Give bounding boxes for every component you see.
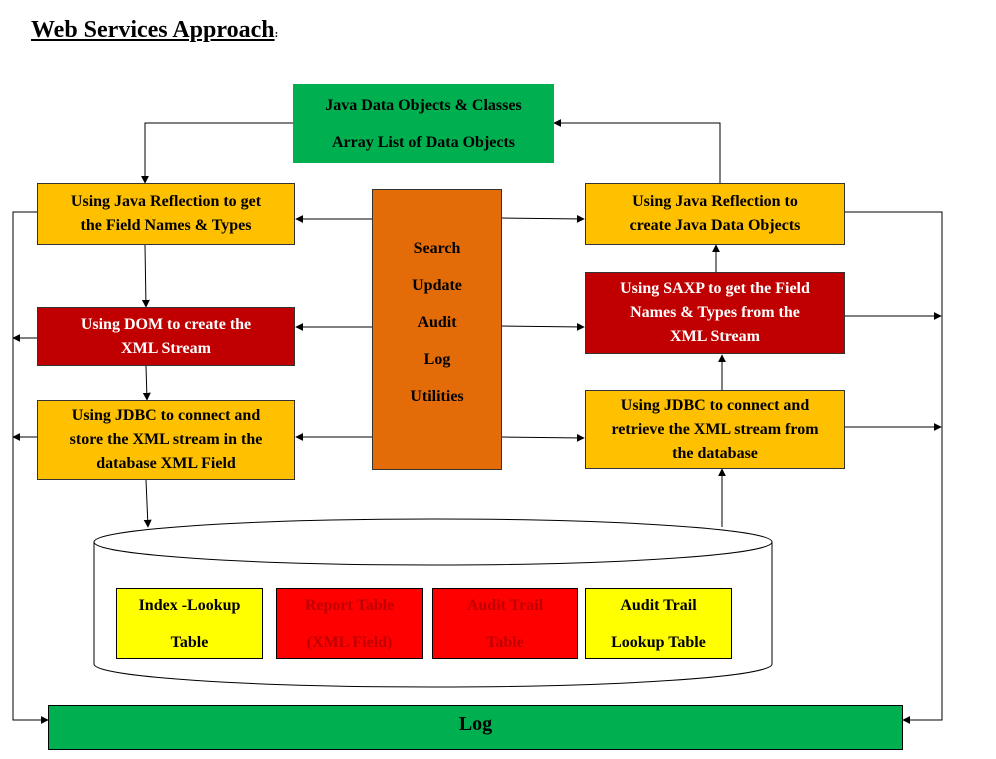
top-box-line-1: Java Data Objects & Classes bbox=[325, 96, 522, 114]
report-table-line-2: (XML Field) bbox=[306, 633, 393, 651]
left-reflection-line-2: the Field Names & Types bbox=[80, 217, 252, 234]
report-table-line-1: Report Table bbox=[304, 596, 395, 614]
report-table: Report Table (XML Field) bbox=[276, 588, 423, 659]
operation-update: Update bbox=[412, 277, 462, 294]
jdbc-retrieve-line-1: Using JDBC to connect and bbox=[620, 396, 810, 414]
right-reflection-line-1: Using Java Reflection to bbox=[632, 193, 798, 210]
title-suffix: : bbox=[274, 28, 279, 40]
java-data-objects-box: Java Data Objects & Classes Array List o… bbox=[293, 84, 554, 163]
saxp-line-1: Using SAXP to get the Field bbox=[620, 280, 810, 297]
title-text: Web Services Approach bbox=[31, 17, 275, 43]
left-reflection-line-1: Using Java Reflection to get bbox=[70, 193, 262, 210]
arrow-center-to-jdbc-retrieve bbox=[500, 433, 585, 442]
operations-box: Search Update Audit Log Utilities bbox=[372, 189, 502, 470]
jdbc-retrieve-line-3: the database bbox=[672, 444, 758, 462]
jdbc-retrieve-box: Using JDBC to connect and retrieve the X… bbox=[585, 390, 845, 469]
log-label: Log bbox=[458, 713, 493, 735]
log-bar: Log bbox=[48, 705, 903, 750]
saxp-line-3: XML Stream bbox=[670, 328, 760, 345]
index-lookup-table: Index -Lookup Table bbox=[116, 588, 263, 659]
jdbc-store-box: Using JDBC to connect and store the XML … bbox=[37, 400, 295, 480]
jdbc-store-line-2: store the XML stream in the bbox=[69, 431, 263, 448]
arrow-jdbc-to-database bbox=[143, 479, 152, 528]
arrow-left-rail-to-log bbox=[12, 211, 49, 724]
right-reflection-box: Using Java Reflection to create Java Dat… bbox=[585, 183, 845, 245]
arrow-center-to-saxp bbox=[500, 322, 585, 331]
audit-trail-line-2: Table bbox=[486, 633, 524, 651]
arrow-reflection-to-dom bbox=[141, 244, 150, 308]
operation-search: Search bbox=[413, 240, 461, 257]
database-cylinder-top bbox=[93, 518, 773, 566]
operation-utilities: Utilities bbox=[410, 388, 464, 405]
index-lookup-line-2: Table bbox=[170, 633, 209, 651]
left-reflection-box: Using Java Reflection to get the Field N… bbox=[37, 183, 295, 245]
jdbc-retrieve-line-2: retrieve the XML stream from bbox=[611, 420, 819, 438]
dom-line-2: XML Stream bbox=[121, 339, 211, 357]
operation-log: Log bbox=[423, 351, 451, 368]
audit-trail-line-1: Audit Trail bbox=[466, 596, 544, 614]
audit-trail-lookup-line-2: Lookup Table bbox=[611, 633, 706, 651]
index-lookup-line-1: Index -Lookup bbox=[138, 596, 241, 614]
audit-trail-lookup-line-1: Audit Trail bbox=[620, 596, 697, 614]
page-title: Web Services Approach: bbox=[31, 17, 278, 44]
arrow-right-rail-to-log bbox=[845, 211, 943, 724]
audit-trail-lookup-table: Audit Trail Lookup Table bbox=[585, 588, 732, 659]
jdbc-store-line-1: Using JDBC to connect and bbox=[71, 407, 261, 424]
saxp-box: Using SAXP to get the Field Names & Type… bbox=[585, 272, 845, 354]
right-reflection-line-2: create Java Data Objects bbox=[629, 217, 801, 234]
jdbc-store-line-3: database XML Field bbox=[96, 455, 236, 472]
audit-trail-table: Audit Trail Table bbox=[432, 588, 578, 659]
dom-box: Using DOM to create the XML Stream bbox=[37, 307, 295, 366]
arrow-dom-to-jdbc bbox=[142, 365, 151, 401]
arrow-right-reflection-to-top bbox=[553, 119, 721, 183]
operation-audit: Audit bbox=[417, 314, 457, 331]
saxp-line-2: Names & Types from the bbox=[630, 304, 800, 321]
arrow-top-to-left-reflection bbox=[141, 122, 293, 184]
dom-line-1: Using DOM to create the bbox=[80, 315, 252, 333]
top-box-line-2: Array List of Data Objects bbox=[331, 133, 516, 151]
arrow-center-to-right-reflection bbox=[500, 214, 585, 223]
